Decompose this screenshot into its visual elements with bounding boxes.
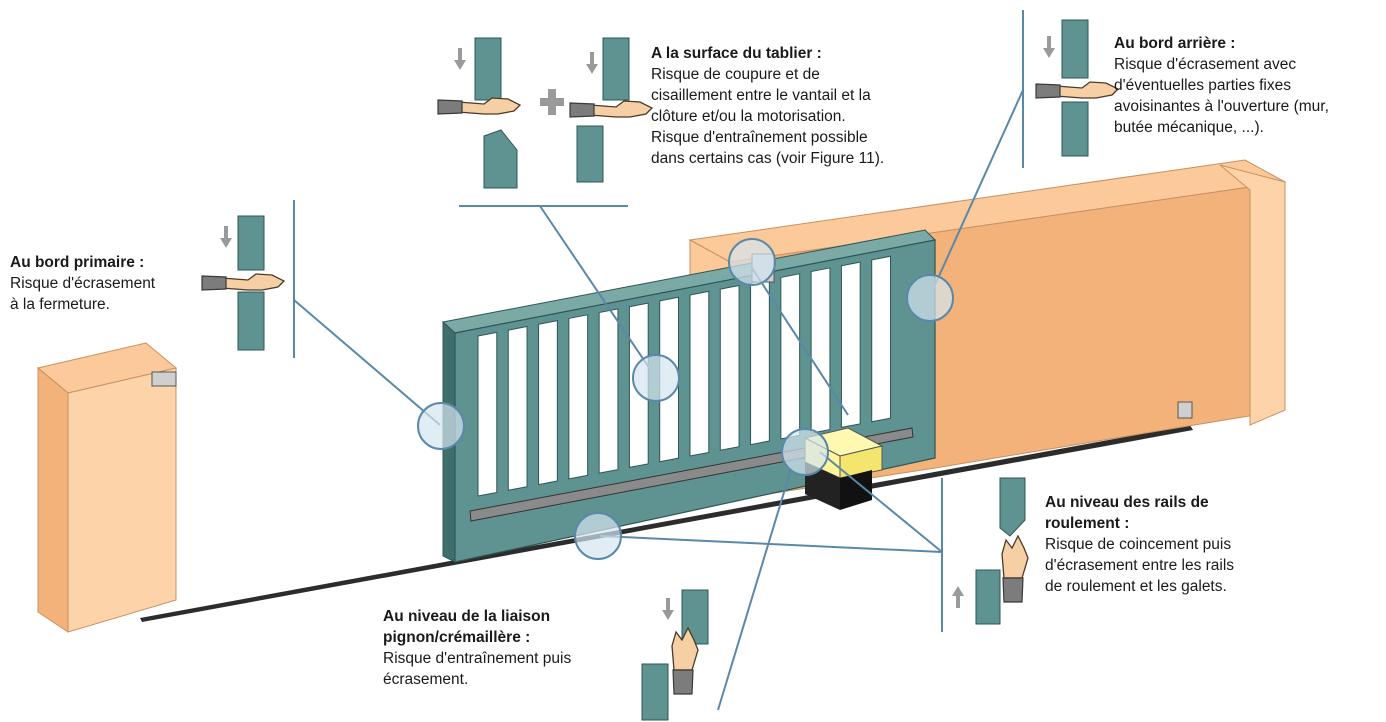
rear-text: Risque d'écrasement avec d'éventuelles p… bbox=[1114, 56, 1329, 136]
surface-title: A la surface du tablier : bbox=[651, 45, 822, 62]
gate-opening bbox=[598, 308, 619, 474]
gate-opening bbox=[538, 320, 558, 486]
primary-title: Au bord primaire : bbox=[10, 254, 145, 271]
gate-opening bbox=[689, 290, 710, 457]
pictogram-primary-icon bbox=[201, 215, 285, 351]
label-rails: Au niveau des rails de roulement : Risqu… bbox=[1045, 492, 1305, 597]
gate-opening bbox=[780, 273, 801, 440]
surface-text: Risque de coupure et de cisaillement ent… bbox=[651, 66, 885, 167]
rails-text: Risque de coincement puis d'écrasement e… bbox=[1045, 536, 1235, 595]
gate-opening bbox=[719, 284, 740, 451]
end-stop bbox=[1177, 401, 1193, 419]
rails-title: Au niveau des rails de roulement : bbox=[1045, 494, 1209, 532]
primary-text: Risque d'écrasement à la fermeture. bbox=[10, 275, 156, 313]
pinion-text: Risque d'entraînement puis écrasement. bbox=[383, 650, 572, 688]
pictogram-pinion-icon bbox=[641, 589, 709, 721]
gate-opening bbox=[568, 314, 589, 480]
label-rear-edge: Au bord arrière : Risque d'écrasement av… bbox=[1114, 33, 1382, 138]
pictogram-surface-icon bbox=[437, 37, 653, 189]
pictogram-rear-icon bbox=[1035, 19, 1119, 157]
pinion-title: Au niveau de la liaison pignon/crémaillè… bbox=[383, 608, 551, 646]
sliding-gate bbox=[441, 229, 937, 563]
gate-opening bbox=[477, 331, 498, 497]
hazard-circle-top bbox=[728, 238, 776, 286]
left-pillar bbox=[36, 342, 178, 633]
label-surface: A la surface du tablier : Risque de coup… bbox=[651, 43, 971, 169]
hazard-circles bbox=[417, 238, 954, 560]
hazard-circle-rear bbox=[906, 274, 954, 322]
label-primary-edge: Au bord primaire : Risque d'écrasement à… bbox=[10, 252, 230, 315]
gate-opening bbox=[840, 261, 861, 429]
hazard-circle-rail bbox=[574, 512, 622, 560]
gate-opening bbox=[750, 279, 770, 446]
hazard-circle-pinion bbox=[781, 428, 829, 476]
rear-title: Au bord arrière : bbox=[1114, 35, 1236, 52]
gate-opening bbox=[871, 255, 891, 423]
hazard-circle-surface bbox=[632, 354, 680, 402]
ground-rail bbox=[140, 425, 1193, 622]
leader-lines bbox=[293, 10, 1024, 711]
gate-opening bbox=[507, 325, 528, 491]
pictogram-rails-icon bbox=[952, 477, 1029, 625]
gate-slats bbox=[477, 255, 891, 497]
hazard-circle-primary bbox=[417, 402, 465, 450]
gate-opening bbox=[810, 267, 831, 434]
label-pinion: Au niveau de la liaison pignon/crémaillè… bbox=[383, 606, 643, 690]
